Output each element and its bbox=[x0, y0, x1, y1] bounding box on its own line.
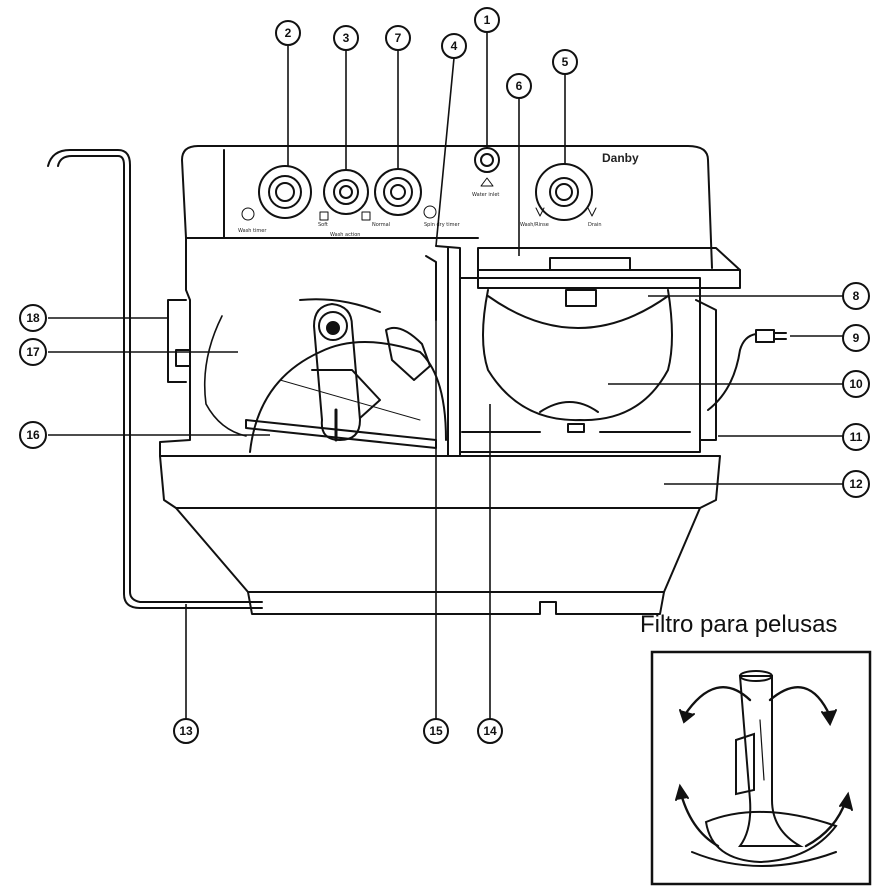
callout-10: 10 bbox=[843, 371, 869, 397]
drain-hose-inner bbox=[58, 156, 262, 608]
lint-filter-inset bbox=[652, 652, 870, 884]
callout-8: 8 bbox=[843, 283, 869, 309]
drain-hose bbox=[48, 150, 262, 602]
callout-6: 6 bbox=[507, 74, 531, 98]
wash-timer-label: Wash timer bbox=[238, 228, 267, 234]
svg-text:18: 18 bbox=[26, 311, 40, 325]
svg-text:13: 13 bbox=[179, 724, 193, 738]
agitator-plate bbox=[250, 342, 446, 452]
brand-logo: Danby bbox=[602, 151, 639, 165]
svg-text:14: 14 bbox=[483, 724, 497, 738]
lower-cabinet bbox=[160, 456, 720, 508]
inset-title: Filtro para pelusas bbox=[640, 611, 837, 638]
callout-7: 7 bbox=[386, 26, 410, 50]
wash-tub-cabinet bbox=[160, 238, 460, 456]
drain-label: Drain bbox=[588, 222, 602, 228]
callout-16: 16 bbox=[20, 422, 46, 448]
base-feet bbox=[248, 592, 664, 614]
svg-text:9: 9 bbox=[853, 331, 860, 345]
svg-text:11: 11 bbox=[850, 430, 863, 444]
svg-text:15: 15 bbox=[429, 724, 443, 738]
callout-3: 3 bbox=[334, 26, 358, 50]
wash-rinse-label: Wash/Rinse bbox=[520, 222, 549, 228]
svg-text:12: 12 bbox=[849, 477, 863, 491]
callout-5: 5 bbox=[553, 50, 577, 74]
callout-18: 18 bbox=[20, 305, 46, 331]
callout-2: 2 bbox=[276, 21, 300, 45]
callout-15: 15 bbox=[424, 719, 448, 743]
soft-label: Soft bbox=[318, 222, 328, 228]
callout-11: 11 bbox=[843, 424, 869, 450]
callout-13: 13 bbox=[174, 719, 198, 743]
spin-timer-label: Spin dry timer bbox=[424, 222, 461, 228]
callout-12: 12 bbox=[843, 471, 869, 497]
callout-1: 1 bbox=[475, 8, 499, 32]
svg-text:1: 1 bbox=[484, 13, 491, 27]
normal-label: Normal bbox=[372, 222, 390, 228]
svg-text:4: 4 bbox=[451, 39, 458, 53]
svg-text:16: 16 bbox=[26, 428, 40, 442]
svg-text:10: 10 bbox=[849, 377, 863, 391]
svg-text:6: 6 bbox=[516, 79, 523, 93]
callout-9: 9 bbox=[843, 325, 869, 351]
svg-text:2: 2 bbox=[285, 26, 292, 40]
svg-text:5: 5 bbox=[562, 55, 569, 69]
spin-compartment bbox=[460, 278, 700, 452]
callout-4: 4 bbox=[442, 34, 466, 58]
water-inlet-label: Water inlet bbox=[472, 192, 499, 198]
wash-action-label: Wash action bbox=[330, 232, 360, 238]
callout-17: 17 bbox=[20, 339, 46, 365]
callout-14: 14 bbox=[478, 719, 502, 743]
svg-text:17: 17 bbox=[26, 345, 40, 359]
side-clip bbox=[168, 300, 186, 382]
svg-text:8: 8 bbox=[853, 289, 860, 303]
svg-text:7: 7 bbox=[395, 31, 402, 45]
svg-text:3: 3 bbox=[343, 31, 350, 45]
